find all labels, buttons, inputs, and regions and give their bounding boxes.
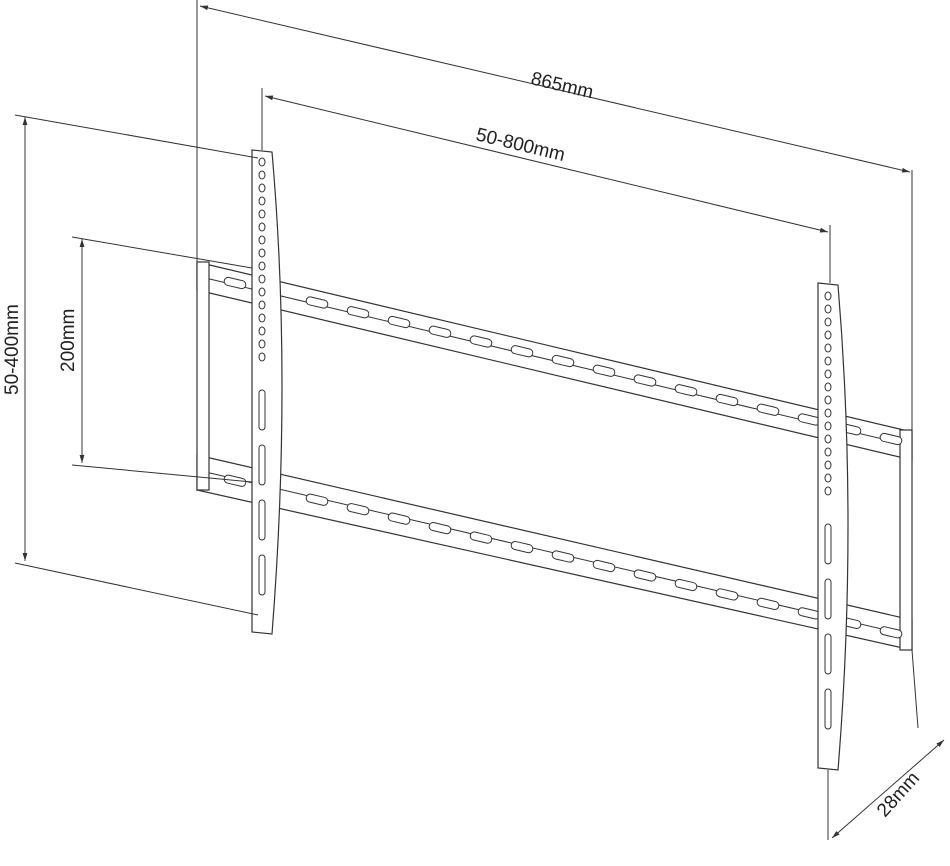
rail-slot <box>592 559 616 573</box>
rail-slot <box>346 306 370 319</box>
vesa-vertical-label: 50-400mm <box>2 304 23 395</box>
dimension-vesa-horizontal: 50-800mm <box>261 88 831 283</box>
arm-hole <box>258 170 266 180</box>
arm-slot <box>258 444 266 486</box>
rail-slot <box>510 345 534 358</box>
rail-slot <box>223 276 247 290</box>
rail-slot <box>674 384 698 397</box>
arm-hole <box>824 395 832 405</box>
arm-hole <box>258 196 266 206</box>
rail-slot <box>387 512 411 525</box>
arm-hole <box>824 356 832 366</box>
arm-hole <box>824 460 832 470</box>
arm-hole <box>258 209 266 219</box>
arm-hole <box>824 330 832 340</box>
rail-slot <box>346 503 370 516</box>
rail-slot <box>551 550 575 563</box>
rail-slot <box>510 540 534 554</box>
right-arm <box>817 282 849 771</box>
rail-slot <box>756 597 780 611</box>
arm-hole <box>258 183 266 193</box>
arm-hole <box>824 473 832 483</box>
arm-hole <box>824 408 832 418</box>
arm-hole <box>258 339 266 349</box>
arm-hole <box>258 326 266 336</box>
arm-hole <box>824 369 832 379</box>
overall-width-label: 865mm <box>529 68 595 103</box>
arm-slot <box>824 688 832 730</box>
rail-spacing-label: 200mm <box>58 309 79 372</box>
arm-hole <box>258 261 266 271</box>
arm-hole <box>258 313 266 323</box>
rail-slot <box>879 626 903 639</box>
right-frame-end <box>899 429 913 651</box>
rail-slot <box>305 296 329 309</box>
arm-hole <box>258 300 266 310</box>
arm-slot <box>824 578 832 620</box>
left-arm <box>251 149 283 635</box>
arm-hole <box>258 235 266 245</box>
arm-hole <box>258 287 266 297</box>
mount-frame <box>196 261 913 651</box>
arm-hole <box>258 157 266 167</box>
rail-slot <box>756 403 780 416</box>
rail-slot <box>469 335 493 348</box>
arm-hole <box>824 291 832 301</box>
arm-hole <box>824 434 832 444</box>
arm-hole <box>258 248 266 258</box>
arm-hole <box>824 421 832 431</box>
arm-slot <box>258 389 266 431</box>
arm-slot <box>824 523 832 565</box>
dimension-rail-spacing: 200mm <box>58 236 253 483</box>
rail-slot <box>674 578 698 592</box>
arm-hole <box>258 274 266 284</box>
left-frame-end <box>196 261 210 491</box>
arm-hole <box>824 447 832 457</box>
rail-slot <box>469 531 493 544</box>
arm-hole <box>824 304 832 314</box>
arm-slot <box>824 633 832 675</box>
dimension-vesa-vertical: 50-400mm <box>2 114 259 616</box>
rail-slot <box>428 325 452 338</box>
rail-slot <box>551 354 575 368</box>
rail-slot <box>879 432 903 446</box>
arm-hole <box>824 382 832 392</box>
arm-slot <box>258 554 266 596</box>
rail-slot <box>715 588 739 601</box>
rail-slot <box>633 374 657 387</box>
rail-slot <box>633 569 657 582</box>
vesa-horizontal-label: 50-800mm <box>474 124 567 166</box>
rail-slot <box>715 393 739 407</box>
dimension-depth: 28mm <box>827 649 945 840</box>
arm-hole <box>824 317 832 327</box>
rail-slot <box>387 315 411 329</box>
arm-hole <box>824 343 832 353</box>
rail-slot <box>428 522 452 535</box>
arm-hole <box>824 486 832 496</box>
rail-slot <box>592 364 616 377</box>
arm-slot <box>258 499 266 541</box>
rail-slot <box>305 493 329 506</box>
arm-hole <box>258 222 266 232</box>
arm-hole <box>258 352 266 362</box>
